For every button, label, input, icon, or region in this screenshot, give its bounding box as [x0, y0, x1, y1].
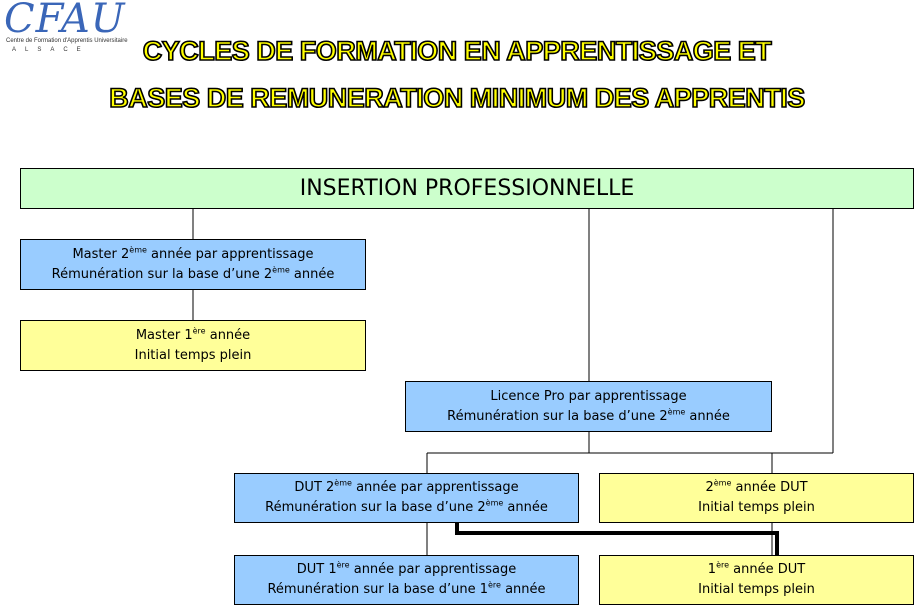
- master2-line1: Master 2ème année par apprentissage: [72, 245, 314, 262]
- master2-line2: Rémunération sur la base d’une 2ème anné…: [51, 265, 335, 282]
- logo-subtitle: Centre de Formation d'Apprentis Universi…: [6, 38, 128, 44]
- licence-pro-apprentissage-box: Licence Pro par apprentissage Rémunérati…: [405, 381, 772, 432]
- title-line-1: CYCLES DE FORMATION EN APPRENTISSAGE ET: [142, 35, 773, 67]
- title-line-2: BASES DE REMUNERATION MINIMUM DES APPREN…: [108, 82, 806, 114]
- insertion-label: INSERTION PROFESSIONNELLE: [299, 175, 635, 201]
- logo-region: ALSACE: [12, 47, 90, 53]
- connector-thick-cross: [455, 523, 779, 555]
- master1-initial-box: Master 1ère année Initial temps plein: [20, 320, 366, 371]
- dut2-apprentissage-box: DUT 2ème année par apprentissage Rémunér…: [234, 473, 579, 523]
- dut1app-line2: Rémunération sur la base d’une 1ère anné…: [267, 580, 546, 597]
- dut2init-line2: Initial temps plein: [698, 500, 815, 515]
- master1-line2: Initial temps plein: [134, 347, 252, 363]
- dut2init-line1: 2ème année DUT: [705, 478, 808, 495]
- dut2app-line1: DUT 2ème année par apprentissage: [294, 478, 519, 495]
- master2-apprentissage-box: Master 2ème année par apprentissage Rému…: [20, 239, 366, 290]
- dut2-initial-box: 2ème année DUT Initial temps plein: [599, 473, 914, 523]
- master1-line1: Master 1ère année: [135, 326, 251, 343]
- logo-wordmark: CFAU: [4, 0, 126, 42]
- dut2app-line2: Rémunération sur la base d’une 2ème anné…: [265, 498, 548, 515]
- licence-line2: Rémunération sur la base d’une 2ème anné…: [447, 407, 730, 424]
- dut1-initial-box: 1ère année DUT Initial temps plein: [599, 555, 914, 605]
- licence-line1: Licence Pro par apprentissage: [490, 388, 687, 404]
- dut1init-line1: 1ère année DUT: [707, 560, 806, 577]
- dut1app-line1: DUT 1ère année par apprentissage: [296, 560, 517, 577]
- insertion-professionnelle-box: INSERTION PROFESSIONNELLE: [20, 168, 914, 209]
- dut1init-line2: Initial temps plein: [698, 582, 815, 597]
- cfau-logo: CFAU Centre de Formation d'Apprentis Uni…: [2, 0, 128, 56]
- dut1-apprentissage-box: DUT 1ère année par apprentissage Rémunér…: [234, 555, 579, 605]
